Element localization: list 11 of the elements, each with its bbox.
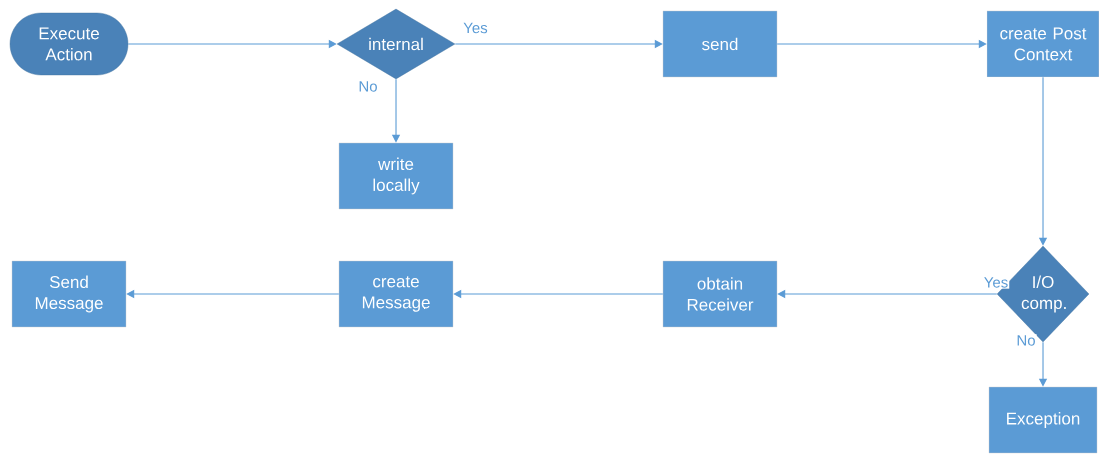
edge-label: No [357, 80, 379, 93]
process-box: obtain Receiver [662, 260, 778, 328]
process-box: Exception [988, 386, 1098, 454]
process-box: Send Message [11, 260, 127, 328]
process-box: send [662, 10, 778, 78]
process-box: create Message [338, 260, 454, 328]
edge-label: No [1015, 334, 1037, 347]
process-box: create Post Context [986, 10, 1099, 78]
edge-label: Yes [462, 21, 489, 35]
process-box: write locally [338, 142, 454, 210]
edge-label: Yes [982, 276, 1010, 289]
